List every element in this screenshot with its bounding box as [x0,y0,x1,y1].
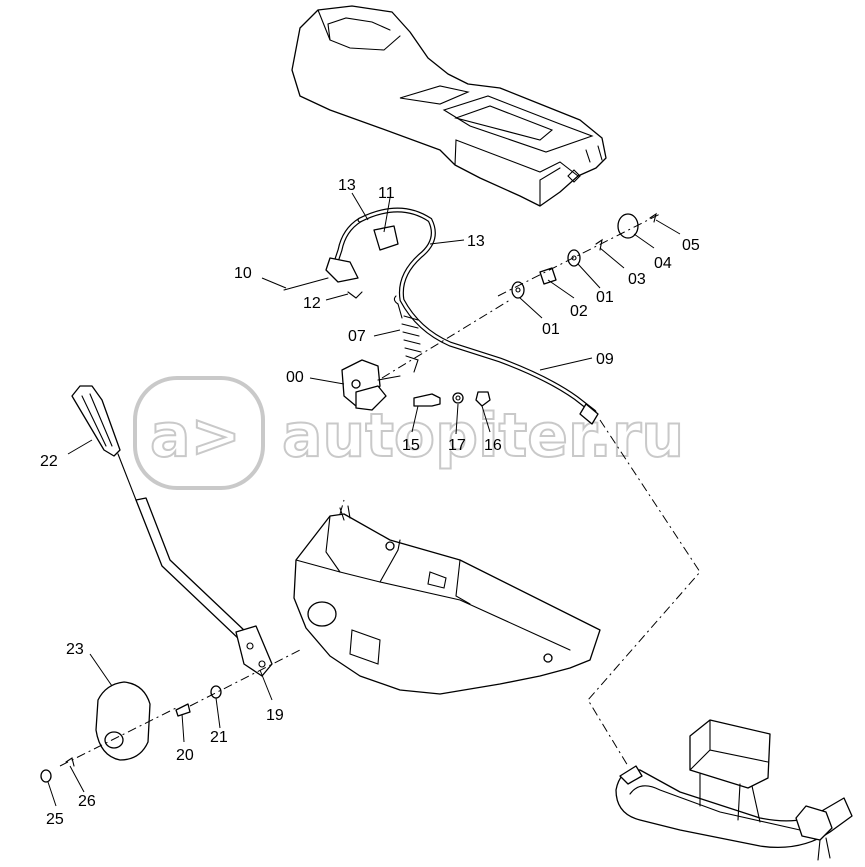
callout-02: 02 [570,303,588,320]
watermark-text: autopiter.ru [282,401,684,471]
lower-cover [293,505,601,695]
callout-20: 20 [176,747,194,764]
throttle-cable-assembly [283,207,599,425]
callout-25: 25 [46,811,64,828]
callout-labels: 13 11 13 10 12 07 00 15 17 16 09 01 02 0… [40,177,700,828]
watermark-logo-glyph: a> [150,401,241,471]
callout-21: 21 [210,729,228,746]
callout-11: 11 [378,185,395,202]
callout-00: 00 [286,369,304,386]
pedal-lever [71,385,273,677]
watermark: a> autopiter.ru [133,376,685,490]
callout-09: 09 [596,351,614,368]
callout-05: 05 [682,237,700,254]
spring [393,295,422,373]
callout-04: 04 [654,255,672,272]
callout-12: 12 [303,295,321,312]
callout-01-lower: 01 [542,321,560,338]
fasteners-center [413,391,491,407]
callout-16: 16 [484,437,502,454]
console-housing [291,5,607,207]
callout-15: 15 [402,437,420,454]
mounting-bracket [615,719,853,861]
pins-lower [40,685,222,783]
leader-lines [47,192,681,807]
callout-26: 26 [78,793,96,810]
callout-13-upper-right: 13 [467,233,485,250]
callout-10: 10 [234,265,252,282]
watermark-logo-frame [133,376,265,490]
callout-01-upper: 01 [596,289,614,306]
pedal-sensor-block [341,359,401,411]
pedal-pad [95,681,151,761]
callout-13-upper-left: 13 [338,177,356,194]
callout-17: 17 [448,437,466,454]
assembly-lines [59,213,701,767]
callout-23: 23 [66,641,84,658]
callout-03: 03 [628,271,646,288]
callout-07: 07 [348,328,366,345]
callout-22: 22 [40,453,58,470]
callout-19: 19 [266,707,284,724]
